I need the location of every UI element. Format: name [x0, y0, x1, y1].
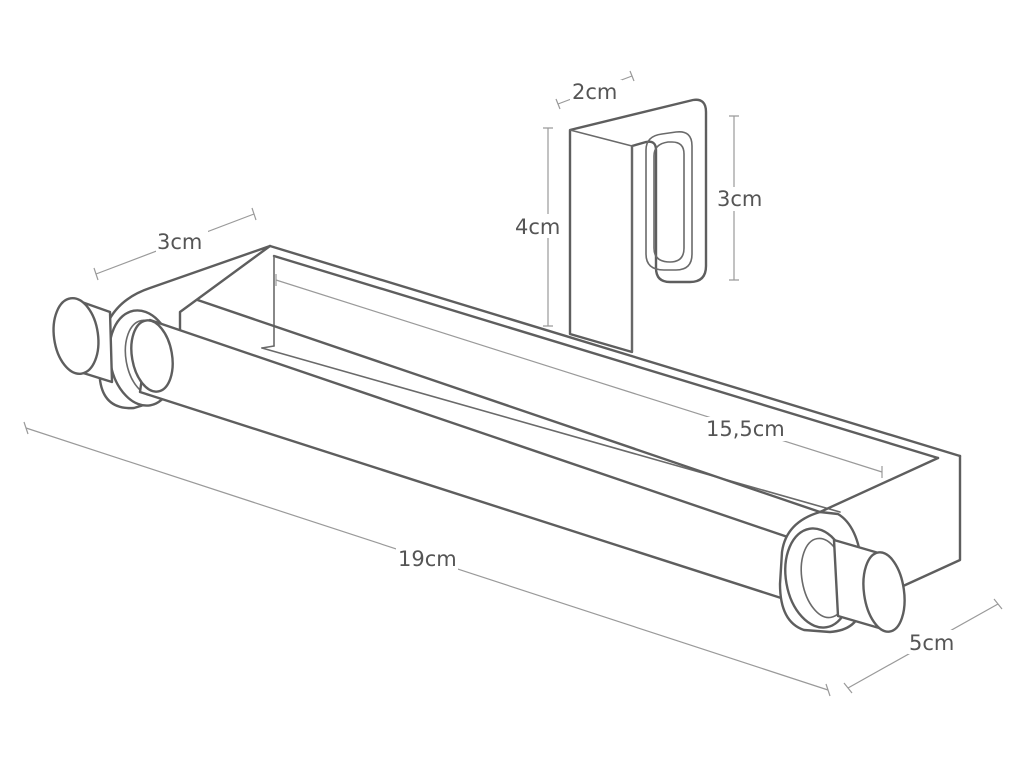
- right-knob-face: [862, 551, 906, 633]
- right-knob: [832, 538, 906, 633]
- label-hook-width: 2cm: [572, 80, 617, 104]
- hook-slot-inner: [653, 141, 685, 263]
- left-knob: [52, 297, 114, 384]
- label-overall-length: 19cm: [398, 547, 457, 571]
- label-slot-height: 3cm: [717, 187, 762, 211]
- label-inner-length: 15,5cm: [706, 417, 785, 441]
- frame-back-rim: [268, 244, 962, 458]
- roller-bar: [130, 318, 822, 608]
- frame-right-end: [888, 454, 962, 594]
- frame-inner-bottom: [261, 347, 841, 513]
- roller-body: [138, 318, 822, 608]
- hook: [568, 98, 708, 354]
- frame-inner-back-rim: [272, 254, 940, 460]
- roller-left-end: [130, 319, 174, 393]
- label-hook-height: 4cm: [515, 215, 560, 239]
- label-overall-depth: 5cm: [909, 631, 954, 655]
- dimension-labels: 2cm 4cm 3cm 3cm 15,5cm 19cm 5cm: [156, 80, 960, 655]
- left-knob-face: [52, 297, 100, 375]
- label-plate-depth: 3cm: [157, 230, 202, 254]
- frame-front-edge: [178, 292, 822, 514]
- hook-plate: [568, 98, 708, 354]
- hook-slot: [645, 130, 693, 271]
- frame: [178, 244, 962, 594]
